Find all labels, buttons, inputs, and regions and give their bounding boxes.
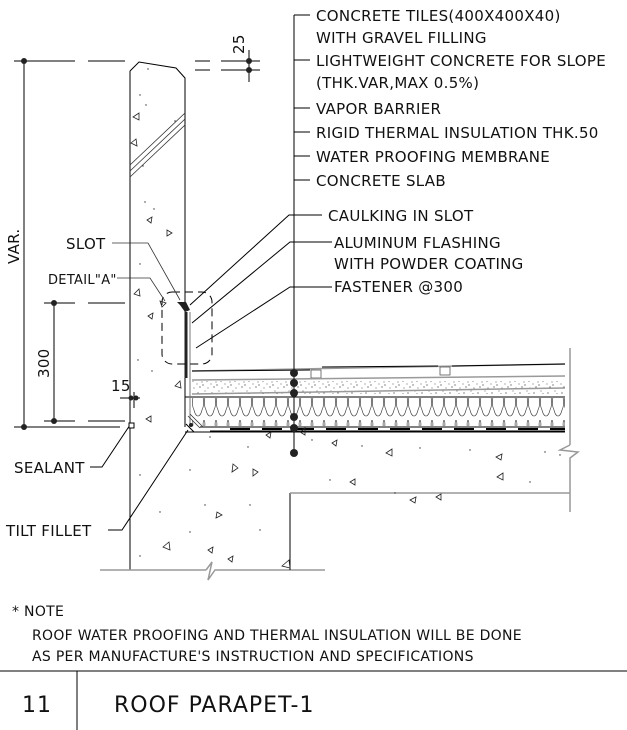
label-lightweight-concrete-line2: (THK.VAR,MAX 0.5%) <box>316 74 479 92</box>
tile-joint <box>310 369 322 379</box>
left-labels: SLOT DETAIL"A" SEALANT TILT FILLET <box>5 235 117 540</box>
dimension-lines <box>14 50 260 430</box>
note-heading: * NOTE <box>12 604 64 620</box>
label-concrete-tiles-line2: WITH GRAVEL FILLING <box>316 29 487 47</box>
dimension-texts: 25 VAR. 300 15 <box>5 34 248 395</box>
concrete-slab <box>100 348 580 581</box>
title-block: 11 ROOF PARAPET-1 <box>0 670 627 730</box>
label-sealant: SEALANT <box>14 459 85 477</box>
label-aluminum-flashing: ALUMINUM FLASHING <box>334 234 501 252</box>
caulking-slot <box>177 302 190 312</box>
roof-layers <box>185 363 566 432</box>
label-caulking-in-slot: CAULKING IN SLOT <box>328 207 474 225</box>
label-concrete-tiles: CONCRETE TILES(400X400X40) <box>316 7 561 25</box>
tile-joint <box>439 366 451 376</box>
layer-labels: CONCRETE TILES(400X400X40) WITH GRAVEL F… <box>316 7 606 190</box>
fastener-dot <box>189 423 193 427</box>
parapet-wall <box>129 61 186 570</box>
insulation-layer <box>192 398 565 426</box>
label-slot: SLOT <box>66 235 106 253</box>
label-vapor-barrier: VAPOR BARRIER <box>316 100 441 118</box>
note-line-2: AS PER MANUFACTURE'S INSTRUCTION AND SPE… <box>32 649 474 665</box>
label-lightweight-concrete: LIGHTWEIGHT CONCRETE FOR SLOPE <box>316 52 606 70</box>
section-reference-line <box>290 14 310 457</box>
label-concrete-slab: CONCRETE SLAB <box>316 172 446 190</box>
lightweight-concrete-layer <box>192 381 565 394</box>
detail-number: 11 <box>22 693 52 718</box>
tilt-fillet <box>187 413 204 429</box>
detail-leaders <box>189 214 332 349</box>
detail-title: ROOF PARAPET-1 <box>114 693 314 718</box>
flashing-assembly <box>161 291 213 433</box>
label-detail-a: DETAIL"A" <box>48 273 117 288</box>
note-line-1: ROOF WATER PROOFING AND THERMAL INSULATI… <box>32 628 522 644</box>
label-tilt-fillet: TILT FILLET <box>5 522 92 540</box>
label-waterproofing-membrane: WATER PROOFING MEMBRANE <box>316 148 550 166</box>
left-leaders <box>90 242 189 531</box>
concrete-aggregate <box>130 112 504 569</box>
note-block: * NOTE ROOF WATER PROOFING AND THERMAL I… <box>12 604 522 665</box>
detail-a-outline <box>161 291 213 365</box>
dim-top-offset: 25 <box>230 34 248 54</box>
dim-sealant-gap: 15 <box>111 377 131 395</box>
dim-flashing-height: 300 <box>35 348 53 378</box>
label-fastener: FASTENER @300 <box>334 278 463 296</box>
dim-overall-height: VAR. <box>5 229 23 264</box>
label-aluminum-flashing-line2: WITH POWDER COATING <box>334 255 524 273</box>
concrete-specks <box>137 68 561 557</box>
label-rigid-insulation: RIGID THERMAL INSULATION THK.50 <box>316 124 599 142</box>
detail-labels: CAULKING IN SLOT ALUMINUM FLASHING WITH … <box>328 207 524 296</box>
